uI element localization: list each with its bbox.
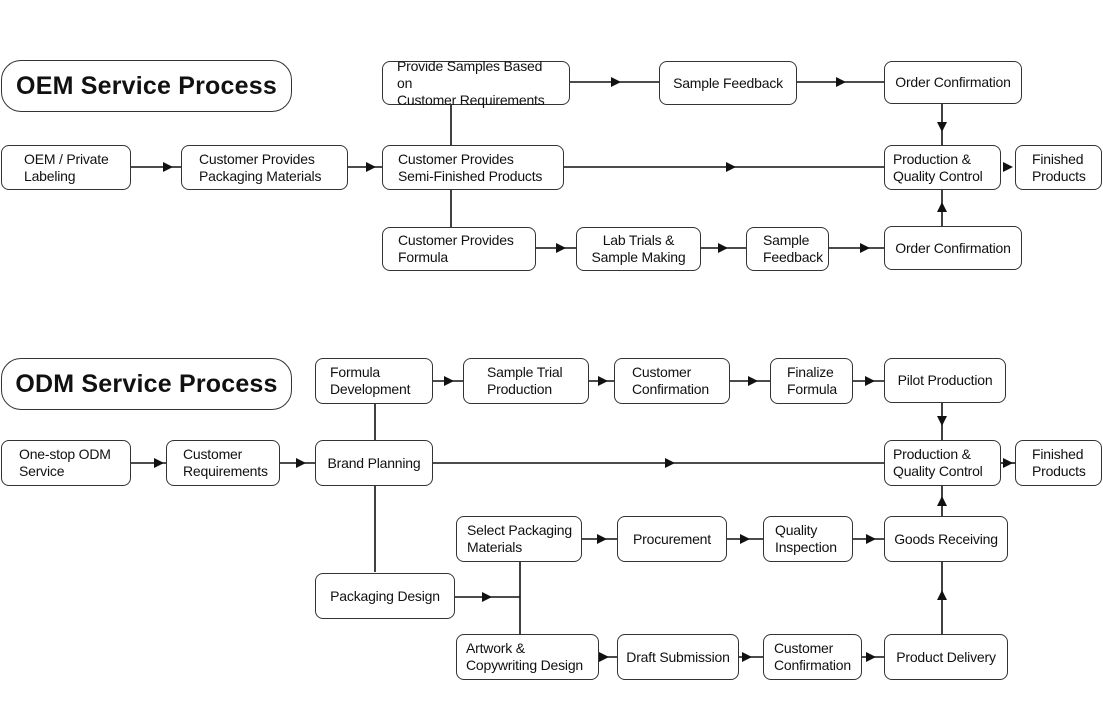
arrowhead bbox=[866, 652, 876, 662]
oem-start-node: OEM / Private Labeling bbox=[1, 145, 131, 190]
arrowhead bbox=[742, 652, 752, 662]
odm-start-node: One-stop ODM Service bbox=[1, 440, 131, 486]
arrowhead bbox=[860, 243, 870, 253]
arrowhead bbox=[865, 376, 875, 386]
odm-brand-planning-node: Brand Planning bbox=[315, 440, 433, 486]
arrowhead bbox=[740, 534, 750, 544]
arrowhead bbox=[937, 122, 947, 132]
arrowhead bbox=[836, 77, 846, 87]
odm-goods-receiving-node: Goods Receiving bbox=[884, 516, 1008, 562]
arrowhead bbox=[366, 162, 376, 172]
odm-pilot-production-node: Pilot Production bbox=[884, 358, 1006, 403]
odm-finalize-formula-node: Finalize Formula bbox=[770, 358, 853, 404]
oem-finished-products-node: Finished Products bbox=[1015, 145, 1102, 190]
odm-procurement-node: Procurement bbox=[617, 516, 727, 562]
arrowhead bbox=[598, 376, 608, 386]
arrowhead bbox=[611, 77, 621, 87]
odm-finished-products-node: Finished Products bbox=[1015, 440, 1102, 486]
oem-section-title: OEM Service Process bbox=[1, 60, 292, 112]
odm-quality-inspection-node: Quality Inspection bbox=[763, 516, 853, 562]
arrowhead bbox=[154, 458, 164, 468]
arrowhead bbox=[937, 496, 947, 506]
arrowhead bbox=[556, 243, 566, 253]
oem-sample-feedback-top-node: Sample Feedback bbox=[659, 61, 797, 105]
arrowhead bbox=[597, 534, 607, 544]
oem-formula-node: Customer Provides Formula bbox=[382, 227, 536, 271]
odm-artwork-node: Artwork & Copywriting Design bbox=[456, 634, 599, 680]
oem-sample-feedback-bottom-node: Sample Feedback bbox=[746, 227, 829, 271]
arrowhead bbox=[665, 458, 675, 468]
arrowhead bbox=[718, 243, 728, 253]
arrowhead bbox=[599, 652, 609, 662]
arrowhead bbox=[726, 162, 736, 172]
odm-production-qc-node: Production & Quality Control bbox=[884, 440, 1001, 486]
oem-order-confirmation-top-node: Order Confirmation bbox=[884, 61, 1022, 104]
oem-samples-node: Provide Samples Based on Customer Requir… bbox=[382, 58, 570, 108]
oem-production-qc-node: Production & Quality Control bbox=[884, 145, 1001, 190]
odm-product-delivery-node: Product Delivery bbox=[884, 634, 1008, 680]
odm-sample-trial-node: Sample Trial Production bbox=[463, 358, 589, 404]
oem-lab-trials-node: Lab Trials & Sample Making bbox=[576, 227, 701, 271]
arrowhead bbox=[1003, 162, 1013, 172]
oem-semi-finished-node: Customer Provides Semi-Finished Products bbox=[382, 145, 564, 190]
arrowhead bbox=[444, 376, 454, 386]
arrowhead bbox=[1003, 458, 1013, 468]
arrowhead bbox=[937, 416, 947, 426]
odm-draft-submission-node: Draft Submission bbox=[617, 634, 739, 680]
odm-section-title: ODM Service Process bbox=[1, 358, 292, 410]
odm-customer-confirmation-top-node: Customer Confirmation bbox=[614, 358, 730, 404]
odm-customer-confirmation-bottom-node: Customer Confirmation bbox=[763, 634, 862, 680]
arrowhead bbox=[163, 162, 173, 172]
arrowhead bbox=[937, 202, 947, 212]
arrowhead bbox=[296, 458, 306, 468]
odm-requirements-node: Customer Requirements bbox=[166, 440, 280, 486]
arrowhead bbox=[482, 592, 492, 602]
arrowhead bbox=[937, 590, 947, 600]
oem-packaging-node: Customer Provides Packaging Materials bbox=[181, 145, 348, 190]
odm-formula-development-node: Formula Development bbox=[315, 358, 433, 404]
arrowhead bbox=[748, 376, 758, 386]
arrowhead bbox=[866, 534, 876, 544]
odm-packaging-design-node: Packaging Design bbox=[315, 573, 455, 619]
oem-order-confirmation-bottom-node: Order Confirmation bbox=[884, 226, 1022, 270]
odm-select-packaging-node: Select Packaging Materials bbox=[456, 516, 582, 562]
